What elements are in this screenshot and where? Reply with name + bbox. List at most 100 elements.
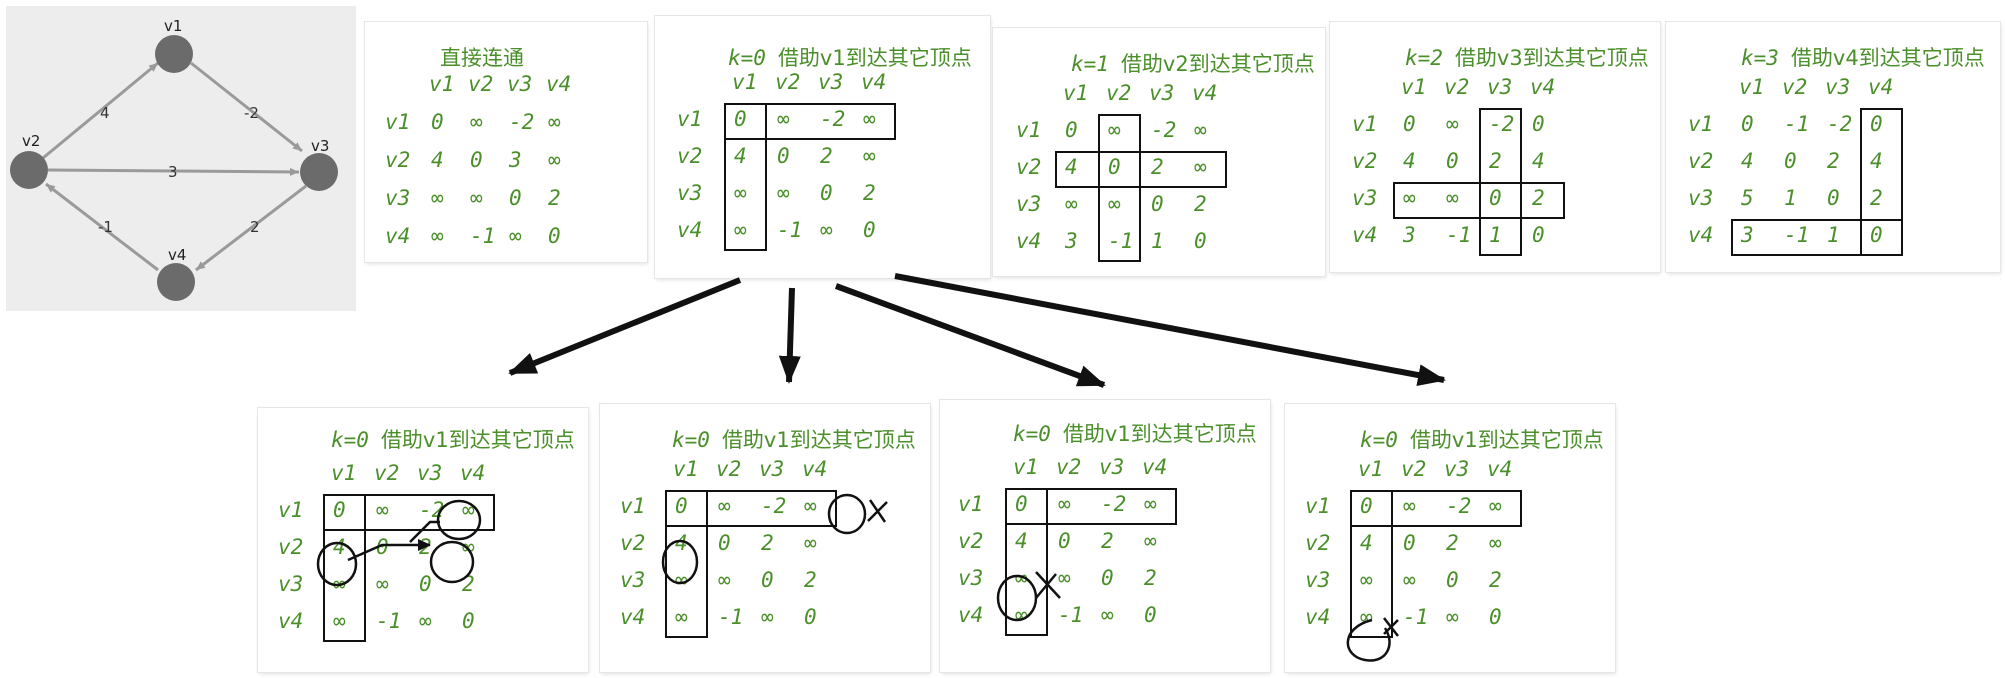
matrix-cell: ∞ [863,107,876,131]
matrix-title-step: k=0 [1360,428,1398,452]
matrix-cell: ∞ [1058,566,1071,590]
matrix-cell: 0 [1741,112,1754,136]
column-header: v1 [1013,455,1039,479]
matrix-cell: ∞ [804,531,817,555]
matrix-cell: ∞ [1360,568,1373,592]
matrix-title-step: k=0 [728,46,766,70]
matrix-cell: 0 [1870,112,1883,136]
edge-v2-v1 [42,61,159,160]
matrix-cell: 2 [548,186,561,210]
matrix-cell: 2 [761,531,774,555]
node-label: v1 [164,17,182,35]
matrix-cell: ∞ [1446,186,1459,210]
column-header: v1 [429,72,455,96]
row-header: v3 [1305,568,1331,592]
highlight-box [665,490,708,638]
matrix-cell: 2 [820,144,833,168]
matrix-title: k=0 借助v1到达其它顶点 [672,424,916,454]
matrix-cell: 0 [734,107,747,131]
edge-weight: 4 [100,104,110,122]
matrix-title-text: 借助v1到达其它顶点 [1409,428,1604,452]
row-header: v4 [278,609,304,633]
matrix-cell: ∞ [1065,192,1078,216]
matrix-title-text: 直接连通 [440,46,524,70]
column-header: v3 [1487,75,1513,99]
matrix-cell: 0 [376,535,389,559]
matrix-cell: 0 [1827,186,1840,210]
matrix-cell: 2 [1194,192,1207,216]
hand-arrow [409,520,440,543]
row-header: v2 [1305,531,1331,555]
matrix-cell: ∞ [1108,118,1121,142]
matrix-cell: ∞ [1108,192,1121,216]
matrix-cell: 0 [548,224,561,248]
matrix-cell: ∞ [431,224,444,248]
column-header: v4 [546,72,572,96]
matrix-cell: ∞ [470,110,483,134]
matrix-title: k=0 借助v1到达其它顶点 [1360,424,1604,454]
highlight-box [1731,219,1903,256]
matrix-cell: 4 [1870,149,1883,173]
matrix-cell: 0 [1015,492,1028,516]
column-header: v2 [1444,75,1470,99]
column-header: v4 [1868,75,1894,99]
matrix-cell: 0 [863,218,876,242]
matrix-title-step: k=1 [1071,52,1109,76]
matrix-title-text: 借助v1到达其它顶点 [1062,422,1257,446]
matrix-cell: ∞ [1446,605,1459,629]
row-header: v3 [278,572,304,596]
matrix-cell: ∞ [718,494,731,518]
highlight-box [724,103,767,251]
matrix-cell: ∞ [1101,603,1114,627]
matrix-cell: 2 [1489,149,1502,173]
cross-mark [867,499,888,523]
column-header: v3 [759,457,785,481]
column-header: v4 [1530,75,1556,99]
matrix-cell: 4 [1015,529,1028,553]
matrix-cell: ∞ [1446,112,1459,136]
matrix-cell: 4 [1065,155,1078,179]
matrix-cell: 0 [1489,186,1502,210]
matrix-cell: 0 [333,498,346,522]
matrix-title-text: 借助v1到达其它顶点 [721,428,916,452]
row-header: v3 [1016,192,1042,216]
row-header: v4 [958,603,984,627]
column-header: v2 [1106,81,1132,105]
matrix-cell: ∞ [1489,531,1502,555]
matrix-cell: 0 [1870,223,1883,247]
matrix-cell: 0 [718,531,731,555]
matrix-cell: ∞ [1403,494,1416,518]
graph-panel: 4 -2 3 2 -1 v1 v2 v3 v4 [6,6,356,311]
flow-arrow [894,273,1446,386]
matrix-cell: 0 [1151,192,1164,216]
row-header: v4 [385,224,411,248]
matrix-title-step: k=0 [672,428,710,452]
matrix-cell: 1 [1489,223,1502,247]
matrix-cell: ∞ [419,609,432,633]
matrix-cell: 2 [1870,186,1883,210]
column-header: v1 [1739,75,1765,99]
row-header: v4 [1352,223,1378,247]
row-header: v3 [1688,186,1714,210]
matrix-cell: -1 [1403,605,1429,629]
row-header: v4 [677,218,703,242]
row-header: v1 [1688,112,1714,136]
matrix-cell: -1 [1784,112,1810,136]
matrix-cell: 3 [509,148,522,172]
matrix-cell: 2 [1151,155,1164,179]
matrix-cell: ∞ [734,218,747,242]
column-header: v2 [468,72,494,96]
row-header: v4 [1688,223,1714,247]
column-header: v1 [1063,81,1089,105]
matrix-cell: ∞ [1144,529,1157,553]
matrix-cell: 0 [1101,566,1114,590]
column-header: v2 [374,461,400,485]
